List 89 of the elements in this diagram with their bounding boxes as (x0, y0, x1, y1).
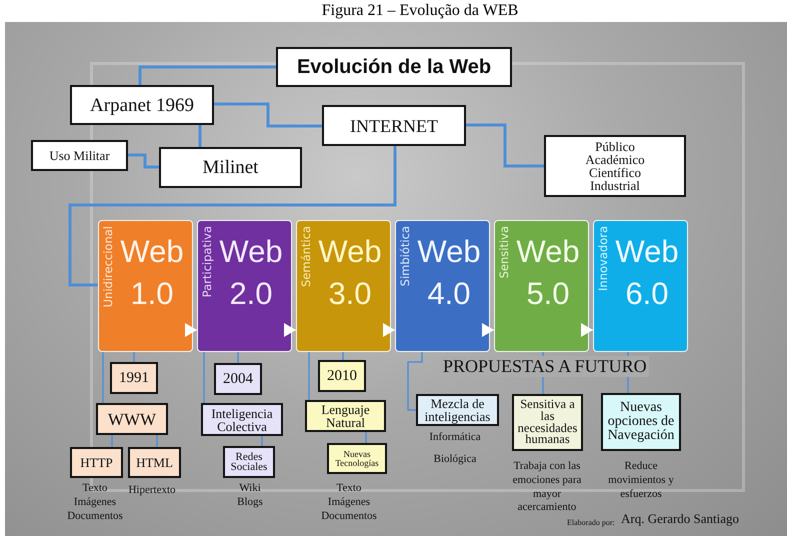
box-text: Nuevas Tecnologías (334, 450, 380, 468)
card-title: Web 2.0 (218, 233, 284, 313)
label-box (223, 446, 275, 478)
connector-line (466, 124, 544, 168)
box-text: HTTP (80, 456, 113, 469)
card-title: Web 3.0 (317, 233, 383, 313)
note-text: Hipertexto (127, 484, 177, 498)
label-box (201, 403, 283, 436)
box-text: HTML (136, 456, 173, 469)
note-text: Informática (428, 431, 482, 445)
label-box (70, 447, 123, 478)
card-title: Web 6.0 (614, 233, 680, 313)
label-box (214, 363, 262, 395)
card-title: Web 1.0 (119, 233, 185, 313)
label-box (544, 135, 686, 197)
connector-line (365, 432, 367, 443)
box-text: Mezcla de inteligencias (424, 397, 492, 423)
box-text: Nuevas opciones de Navegación (606, 401, 676, 443)
label-box (327, 443, 387, 474)
label-box (305, 400, 386, 432)
note-text: Texto Imágenes Documentos (66, 482, 124, 524)
label-box (96, 403, 168, 435)
label-box (159, 147, 302, 188)
box-text: Milinet (202, 158, 258, 177)
chevron-arrow (185, 323, 198, 337)
connector-line (128, 154, 159, 168)
note-text: Reduce movimientos y esfuerzos (608, 460, 674, 502)
connector-line (156, 435, 158, 447)
box-text: 2004 (223, 372, 253, 386)
title-box (276, 47, 512, 87)
box-text: 2010 (327, 368, 357, 384)
connector-line (111, 435, 113, 447)
note-text: Wiki Blogs (236, 482, 264, 510)
web-era-card (197, 220, 292, 352)
box-text: WWW (108, 410, 156, 428)
chevron-arrow (383, 323, 396, 337)
web-era-card (593, 220, 688, 352)
web-era-card (395, 220, 490, 352)
label-box (318, 360, 366, 392)
chevron-arrow (581, 323, 594, 337)
label-box (110, 362, 158, 394)
box-text: Público Académico Científico Industrial (584, 140, 646, 192)
figure-title: Figura 21 – Evolução da WEB (320, 2, 520, 20)
connector-line (237, 352, 239, 363)
connector-line (133, 352, 135, 362)
web-era-card (296, 220, 391, 352)
connector-line (138, 66, 276, 85)
card-side-label: Participativa (200, 226, 214, 298)
label-box (31, 140, 128, 171)
label-box (70, 85, 214, 125)
box-text: INTERNET (350, 116, 438, 134)
box-text: Inteligencia Colectiva (210, 406, 274, 432)
box-text: Uso Militar (49, 149, 110, 162)
box-text: Sensitiva a las necesidades humanas (516, 398, 578, 446)
card-side-label: Semántica (299, 226, 313, 287)
card-side-label: Innovadora (596, 226, 610, 291)
connector-line (261, 436, 263, 446)
card-side-label: Sensitiva (497, 226, 511, 278)
note-text: Biológica (432, 453, 478, 467)
box-text: 1991 (119, 370, 149, 386)
connector-line (214, 102, 322, 128)
label-box (322, 105, 466, 146)
credit-text: Elaborado por: (566, 518, 616, 527)
connector-line (308, 352, 310, 400)
connector-line (203, 352, 205, 403)
card-side-label: Unidireccional (101, 226, 115, 308)
box-text: Redes Sociales (230, 452, 268, 472)
label-box (601, 393, 681, 451)
note-text: Texto Imágenes Documentos (320, 482, 378, 524)
web-era-card (98, 220, 193, 352)
box-text: Evolución de la Web (296, 57, 492, 77)
label-box (416, 394, 499, 426)
web-era-card (494, 220, 589, 352)
chevron-arrow (482, 323, 494, 337)
connector-line (68, 146, 396, 286)
connector-line (342, 352, 344, 360)
box-text: Arpanet 1969 (90, 96, 194, 114)
card-title: Web 4.0 (416, 233, 482, 313)
section-heading: PROPUESTAS A FUTURO (441, 356, 649, 377)
credit-text: Arq. Gerardo Santiago (620, 511, 740, 527)
connector-line (407, 352, 423, 411)
connector-line (102, 352, 104, 403)
label-box (128, 447, 181, 478)
box-text: Lenguaje Natural (320, 403, 371, 429)
card-side-label: Simbiótica (398, 226, 412, 286)
connector-line (198, 125, 202, 147)
chevron-arrow (284, 323, 296, 337)
note-text: Trabaja con las emociones para mayor acercamiento (512, 460, 582, 515)
card-title: Web 5.0 (515, 233, 581, 313)
